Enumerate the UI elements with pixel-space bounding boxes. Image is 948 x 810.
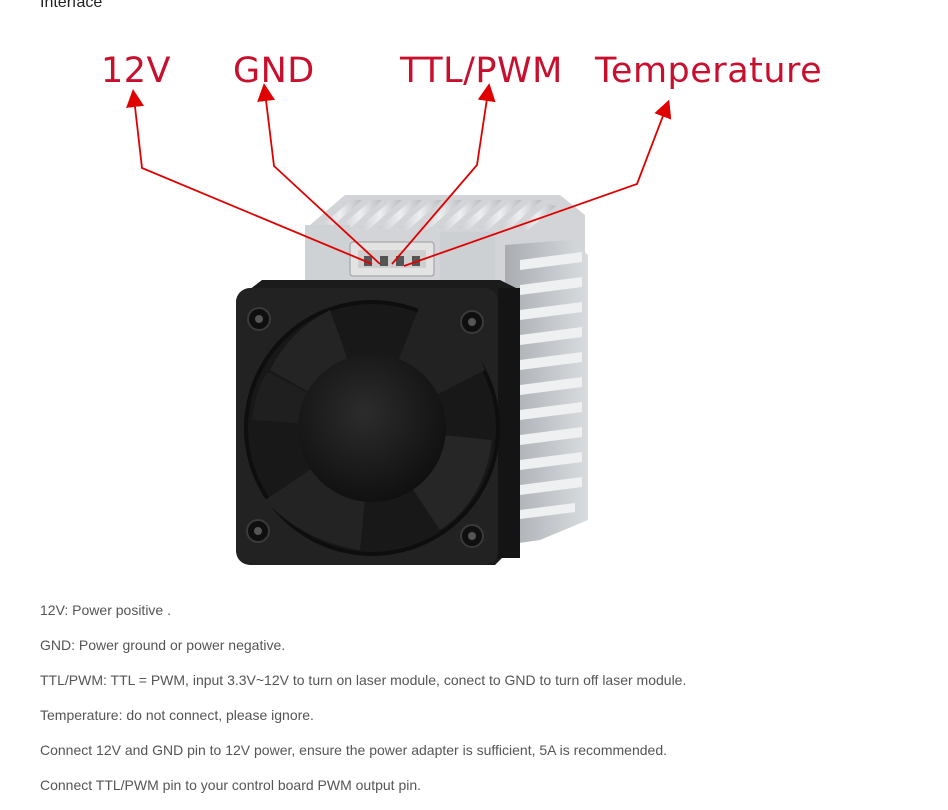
description-ttl-pwm: TTL/PWM: TTL = PWM, input 3.3V~12V to tu…: [40, 672, 687, 688]
pin-arrows: [126, 83, 672, 267]
pin-label-temperature: Temperature: [595, 51, 823, 91]
section-heading: Interface: [40, 0, 103, 11]
pin-label-ttl-pwm: TTL/PWM: [400, 51, 563, 91]
description-gnd: GND: Power ground or power negative.: [40, 637, 286, 653]
description-12v: 12V: Power positive .: [40, 602, 171, 618]
interface-figure: 12V GND TTL/PWM Temperature: [101, 51, 823, 565]
laser-module-image: [126, 83, 672, 565]
pin-label-12v: 12V: [101, 51, 171, 91]
arrow-gnd: [257, 83, 381, 265]
heatsink-fins: [305, 195, 588, 545]
arrow-temperature: [403, 99, 672, 267]
cooling-fan-icon: [236, 280, 520, 565]
description-temperature: Temperature: do not connect, please igno…: [40, 707, 314, 723]
description-power-connection: Connect 12V and GND pin to 12V power, en…: [40, 742, 667, 758]
description-pwm-connection: Connect TTL/PWM pin to your control boar…: [40, 777, 422, 793]
arrow-12v: [126, 89, 373, 265]
pin-label-gnd: GND: [233, 51, 315, 91]
arrow-ttl-pwm: [391, 83, 496, 265]
